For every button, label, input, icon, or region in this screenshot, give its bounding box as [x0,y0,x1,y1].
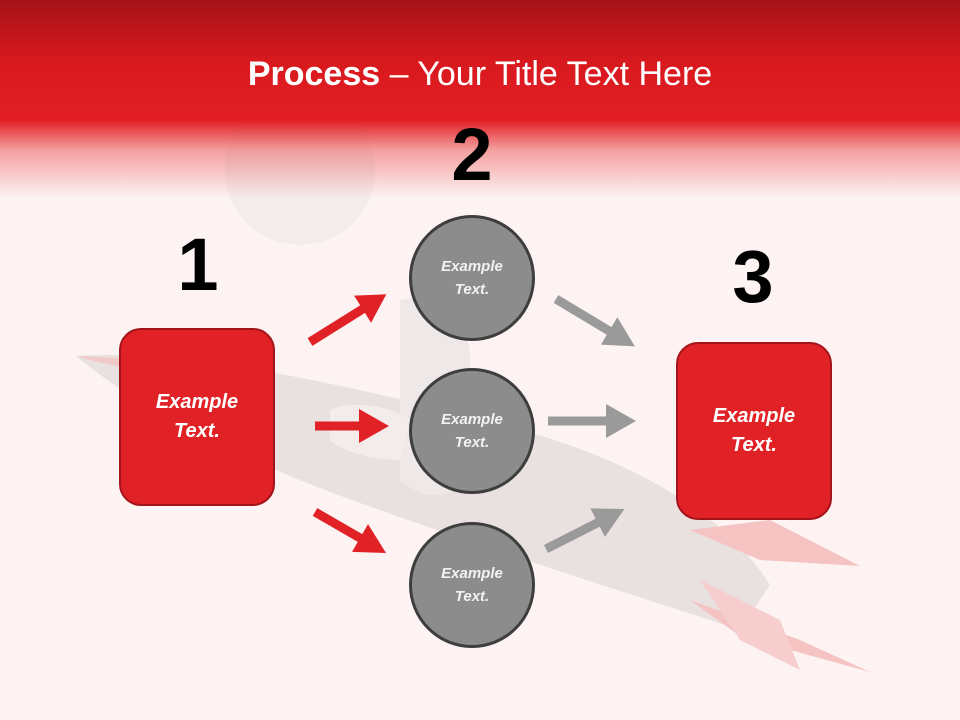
circle-middle-line1: Example [441,411,503,428]
slide-title: Process – Your Title Text Here [0,52,960,96]
step-number-3: 3 [732,235,774,318]
step-3-box-line1: Example [712,405,796,427]
step-number-1: 1 [177,223,219,306]
title-rest: – Your Title Text Here [380,55,713,93]
circle-bottom-line2: Text. [454,588,490,605]
step-3-box-line2: Text. [731,434,777,456]
circle-top-line2: Text. [454,281,490,298]
step-number-2: 2 [451,113,493,196]
circle-top-line1: Example [441,258,503,275]
circle-middle-line2: Text. [454,434,490,451]
circle-bottom-line1: Example [441,565,503,582]
header-banner [0,0,960,200]
title-bold: Process [247,55,381,93]
step-1-box-line2: Text. [174,420,220,442]
step-1-box-line1: Example [155,391,239,413]
